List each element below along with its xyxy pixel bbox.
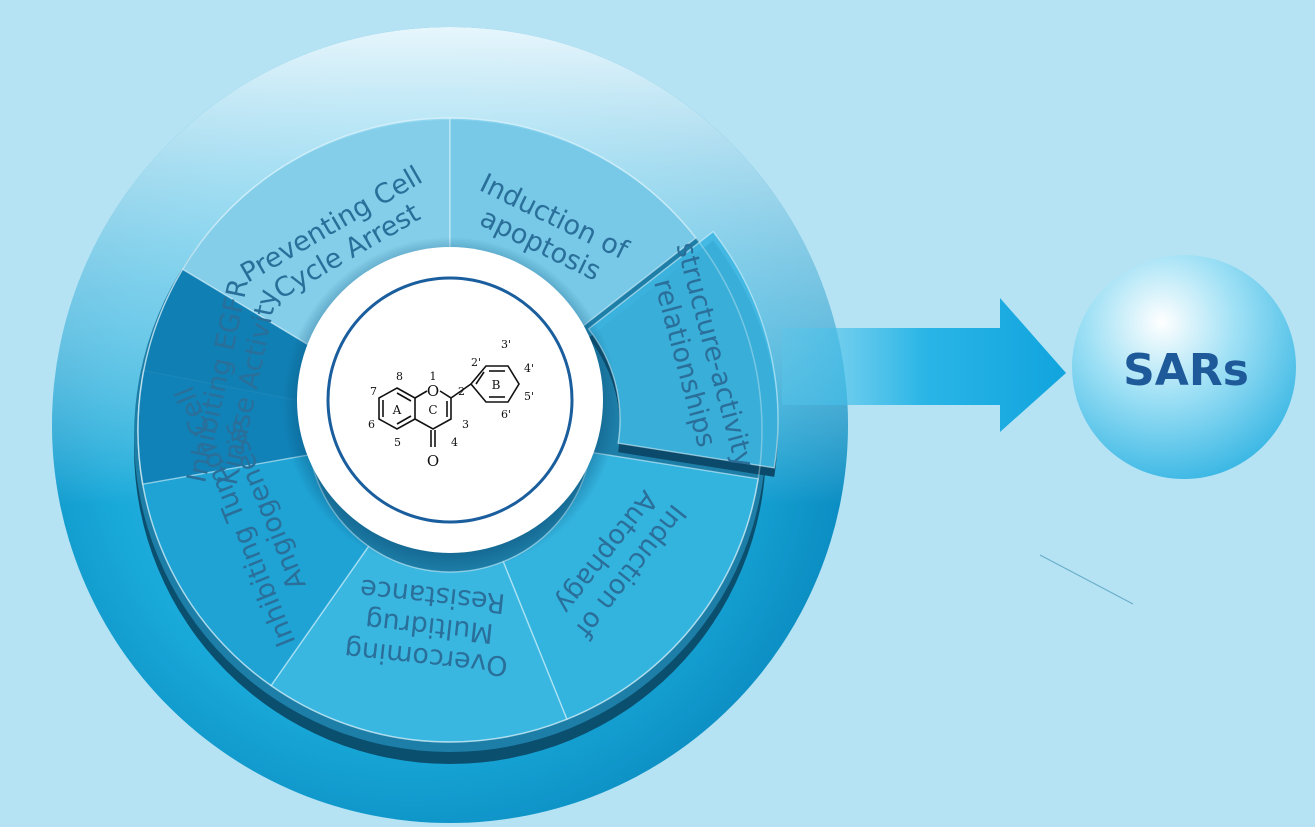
sars-bubble xyxy=(1072,255,1296,479)
position-5: 5 xyxy=(394,436,401,449)
ring-a-double-bond xyxy=(396,415,412,425)
ring-label-c: C xyxy=(428,403,437,417)
decorative-line xyxy=(1039,554,1134,605)
position-4-prime: 4' xyxy=(524,362,534,375)
flavone-structure xyxy=(378,365,520,447)
ring-b-double-bond xyxy=(475,371,485,385)
position-2-prime: 2' xyxy=(471,356,481,369)
ring-b-link xyxy=(450,383,472,399)
position-7: 7 xyxy=(370,385,377,398)
ring-c-bond xyxy=(414,390,428,399)
position-2: 2 xyxy=(458,385,465,398)
ring-a-double-bond xyxy=(396,392,412,402)
arrow-to-sars xyxy=(782,298,1066,432)
position-8: 8 xyxy=(396,370,403,383)
ring-b xyxy=(469,365,520,403)
segment-ring-rim xyxy=(137,117,763,743)
position-3: 3 xyxy=(462,418,469,431)
position-5-prime: 5' xyxy=(524,390,534,403)
ring-label-a: A xyxy=(392,403,402,417)
sars-label: SARs xyxy=(1123,345,1249,396)
ring-oxygen-number: 1 xyxy=(430,370,437,383)
carbonyl-oxygen: O xyxy=(427,452,439,470)
ring-oxygen: O xyxy=(427,382,439,400)
center-disc xyxy=(297,247,603,553)
position-6-prime: 6' xyxy=(501,408,511,421)
center-ring xyxy=(326,276,574,524)
structure-labels: A B C O 1 O 2 3 4 5 6 7 8 2' 3' 4' 5' 6' xyxy=(368,338,534,470)
ring-label-b: B xyxy=(492,378,501,392)
position-6: 6 xyxy=(368,418,375,431)
position-4: 4 xyxy=(451,436,458,449)
position-3-prime: 3' xyxy=(501,338,511,351)
ring-c-bond xyxy=(414,390,452,430)
